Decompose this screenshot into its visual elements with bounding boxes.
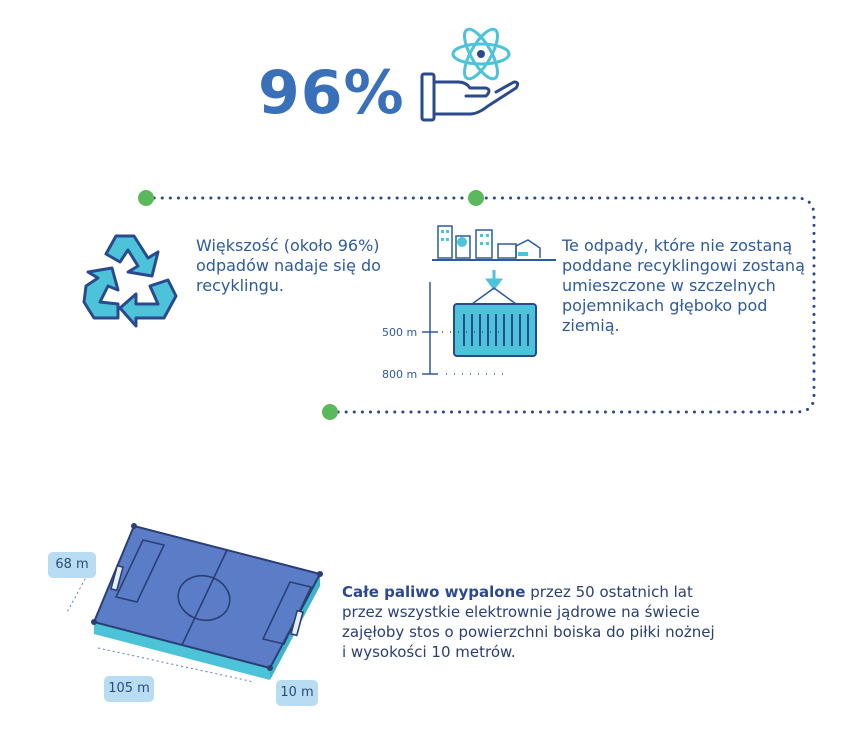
container-icon bbox=[453, 303, 537, 357]
recycle-icon bbox=[82, 234, 178, 328]
underground-storage-illustration bbox=[422, 225, 556, 375]
field-width-badge: 68 m bbox=[48, 552, 96, 578]
timeline-dot bbox=[138, 190, 154, 206]
headline-percent: 96% bbox=[258, 58, 405, 128]
atom-icon bbox=[451, 27, 511, 81]
football-field-icon bbox=[65, 523, 323, 683]
field-height-badge: 10 m bbox=[276, 680, 318, 706]
fuel-text-rest: przez 50 ostatnich lat przez wszystkie e… bbox=[342, 583, 715, 661]
fuel-text: Całe paliwo wypalone przez 50 ostatnich … bbox=[342, 582, 722, 662]
hand-icon bbox=[420, 72, 520, 122]
crane-hook-icon bbox=[471, 270, 517, 305]
timeline-dot bbox=[322, 404, 338, 420]
fuel-text-bold: Całe paliwo wypalone bbox=[342, 583, 526, 601]
depth-scale bbox=[422, 282, 506, 375]
timeline-dot bbox=[468, 190, 484, 206]
depth-800-label: 800 m bbox=[382, 368, 418, 381]
disposal-text: Te odpady, które nie zostaną poddane rec… bbox=[562, 236, 805, 335]
field-length-badge: 105 m bbox=[104, 676, 154, 702]
recycling-text: Większość (około 96%) odpadów nadaje się… bbox=[196, 236, 381, 295]
atom-hand-icon bbox=[420, 27, 520, 122]
depth-500-label: 500 m bbox=[382, 326, 418, 339]
city-icon bbox=[432, 225, 556, 261]
